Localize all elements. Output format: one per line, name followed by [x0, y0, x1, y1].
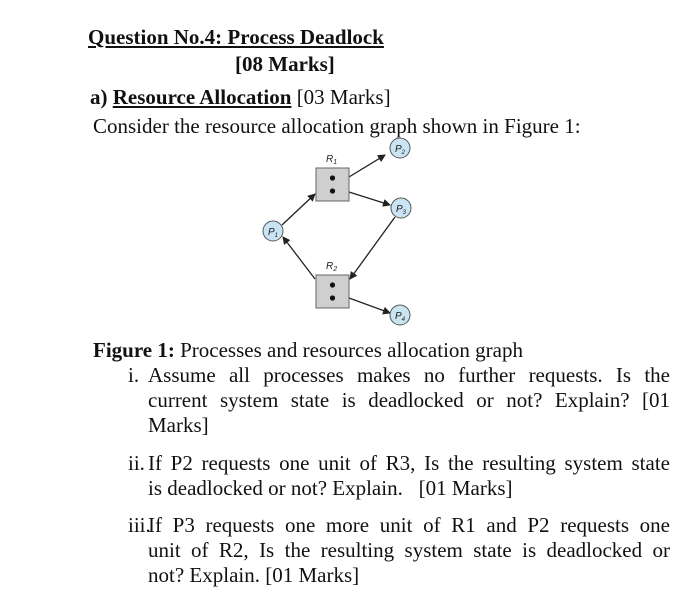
figure-caption: Figure 1: Processes and resources alloca… [93, 338, 523, 363]
question-line: not? Explain. [01 Marks] [148, 563, 360, 587]
question-line: If P2 requests one unit of R3, Is the re… [148, 451, 670, 475]
resource-r2-instance [329, 295, 336, 301]
question-title: Question No.4: Process Deadlock [88, 25, 384, 49]
edge-r2-to-p1 [282, 236, 316, 280]
question-line: Marks] [148, 413, 209, 437]
question-text: If P2 requests one unit of R3, Is the re… [148, 451, 670, 501]
edge-r1-to-p3 [348, 191, 391, 207]
resource-r1-instance [329, 175, 336, 181]
resource-r2-box [315, 274, 350, 309]
question-text: Assume all processes makes no further re… [148, 363, 670, 438]
process-p4-node [389, 304, 411, 326]
section-marks: [03 Marks] [296, 85, 391, 109]
question-text: If P3 requests one more unit of R1 and P… [148, 513, 670, 588]
process-p3-node [390, 197, 412, 219]
process-p1-node [262, 220, 284, 242]
question-number: iii. [128, 513, 151, 537]
question-number: i. [128, 363, 140, 387]
question-line: current system state is deadlocked or no… [148, 388, 670, 412]
question-marks: [08 Marks] [235, 52, 335, 76]
resource-r1-label: R1 [326, 154, 337, 166]
edge-p1-to-r1 [281, 193, 316, 226]
resource-r1-box [315, 167, 350, 202]
resource-r2-label: R2 [326, 261, 337, 273]
process-p2-label: P2 [395, 144, 406, 156]
resource-r2-instance [329, 282, 336, 288]
resource-r1-instance [329, 188, 336, 194]
question-line: unit of R2, Is the resulting system stat… [148, 538, 670, 562]
intro-text: Consider the resource allocation graph s… [93, 114, 581, 138]
figure-caption-label: Figure 1: [93, 338, 175, 362]
question-number: ii. [128, 451, 145, 475]
edge-p3-to-r2 [349, 216, 396, 280]
question-line: If P3 requests one more unit of R1 and P… [148, 513, 670, 537]
question-line: is deadlocked or not? Explain. [01 Marks… [148, 476, 513, 500]
section-name: Resource Allocation [112, 85, 292, 109]
process-p2-node [389, 138, 411, 159]
section-heading: a) Resource Allocation [03 Marks] [90, 85, 391, 110]
process-p4-label: P4 [395, 311, 406, 323]
question-line: Assume all processes makes no further re… [148, 363, 670, 387]
edge-r1-to-p2 [348, 154, 386, 178]
section-label: a) [90, 85, 108, 109]
resource-allocation-graph: R1 R2 P1 P2 P3 P4 [262, 138, 412, 326]
process-p1-label: P1 [268, 227, 278, 239]
process-p3-label: P3 [396, 204, 407, 216]
edge-r2-to-p4 [348, 297, 391, 315]
figure-caption-text: Processes and resources allocation graph [180, 338, 523, 362]
